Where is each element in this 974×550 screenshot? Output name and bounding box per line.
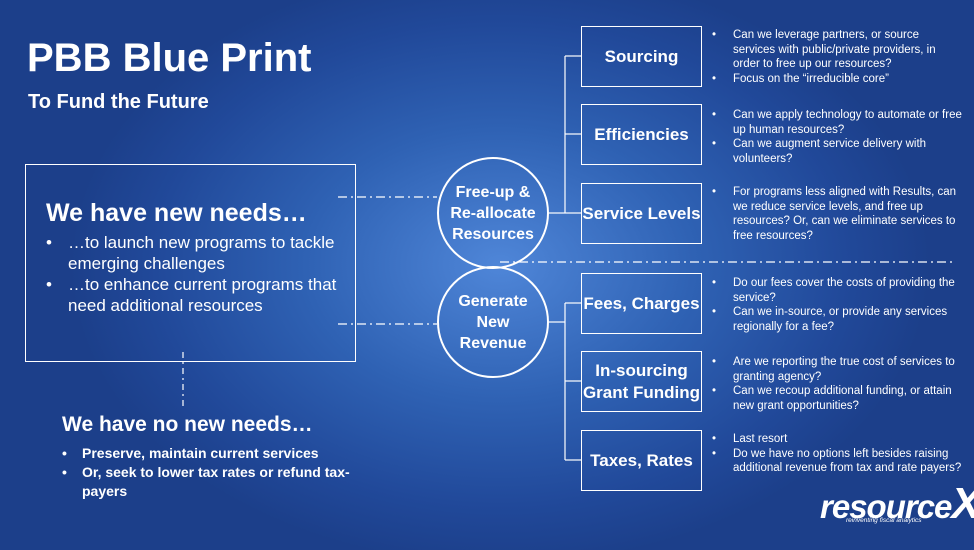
no-new-needs-heading: We have no new needs… [62, 413, 313, 436]
new-needs-heading: We have new needs… [46, 199, 307, 227]
strategy-bullet: Can we augment service delivery with vol… [712, 137, 964, 166]
logo-tagline: reinventing fiscal analytics [846, 517, 922, 524]
strategy-bullet: Can we leverage partners, or source serv… [712, 28, 964, 72]
no-new-needs-item: Or, seek to lower tax rates or refund ta… [62, 463, 352, 501]
strategy-box-fees-charges: Fees, Charges [581, 273, 702, 334]
sourcing-bullets: Can we leverage partners, or source serv… [712, 28, 964, 86]
strategy-box-efficiencies: Efficiencies [581, 104, 702, 165]
strategy-bullet: Can we in-source, or provide any service… [712, 305, 964, 334]
strategy-box-service-levels: Service Levels [581, 183, 702, 244]
page-title: PBB Blue Print [27, 36, 312, 80]
strategy-bullet: Are we reporting the true cost of servic… [712, 355, 964, 384]
new-needs-box [25, 164, 356, 362]
resourcex-logo: resourceX [820, 482, 974, 526]
strategy-box-taxes-rates: Taxes, Rates [581, 430, 702, 491]
strategy-bullet: Can we recoup additional funding, or att… [712, 384, 964, 413]
strategy-bullet: Can we apply technology to automate or f… [712, 108, 964, 137]
efficiencies-bullets: Can we apply technology to automate or f… [712, 108, 964, 166]
service-levels-bullets: For programs less aligned with Results, … [712, 185, 964, 243]
page-subtitle: To Fund the Future [28, 91, 209, 113]
strategy-box-sourcing: Sourcing [581, 26, 702, 87]
strategy-bullet: Do we have no options left besides raisi… [712, 447, 964, 476]
strategy-bullet: Focus on the “irreducible core” [712, 72, 964, 87]
new-needs-item: …to launch new programs to tackle emergi… [46, 232, 346, 274]
new-needs-list: …to launch new programs to tackle emergi… [46, 232, 346, 316]
no-new-needs-list: Preserve, maintain current services Or, … [62, 444, 352, 501]
strategy-bullet: Do our fees cover the costs of providing… [712, 276, 964, 305]
strategy-bullet: Last resort [712, 432, 964, 447]
taxes-rates-bullets: Last resort Do we have no options left b… [712, 432, 964, 476]
strategy-bullet: For programs less aligned with Results, … [712, 185, 964, 243]
no-new-needs-item: Preserve, maintain current services [62, 444, 352, 463]
new-needs-item: …to enhance current programs that need a… [46, 274, 346, 316]
fees-charges-bullets: Do our fees cover the costs of providing… [712, 276, 964, 334]
insourcing-grant-bullets: Are we reporting the true cost of servic… [712, 355, 964, 413]
